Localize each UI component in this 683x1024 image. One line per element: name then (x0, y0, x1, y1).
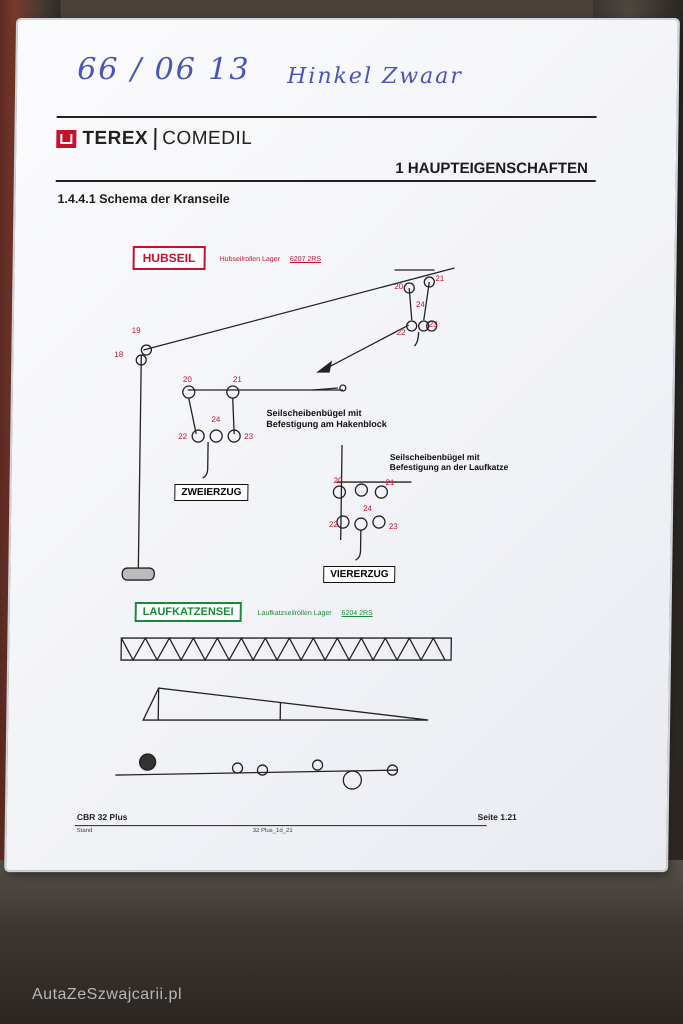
number-21-zweier: 21 (232, 375, 242, 385)
footer-rule (74, 825, 487, 827)
number-24-vierer: 24 (363, 504, 373, 514)
hook-zweier (202, 442, 209, 479)
number-24-top: 24 (415, 300, 425, 310)
pulley-21-vierer (374, 485, 389, 499)
laufkatzenseil-bearing-label: Laufkatzseilrollen Lager (257, 610, 332, 618)
pulley-20-vierer (332, 485, 347, 499)
number-23-vierer: 23 (388, 522, 398, 532)
pulley-22-zweier (191, 429, 205, 443)
zweierzug-caption-line1: Seilscheibenbügel mit (266, 408, 362, 419)
number-20-zweier: 20 (182, 375, 192, 385)
pulley-20-zweier (182, 385, 196, 399)
number-24-zweier: 24 (211, 415, 221, 425)
hook-top (413, 332, 420, 347)
pulley-18 (135, 354, 147, 366)
number-20-top: 20 (394, 282, 404, 292)
number-23-top: 23 (428, 320, 438, 330)
viererzug-caption: Seilscheibenbügel mit Befestigung an der… (390, 452, 509, 472)
pulley-23-zweier (227, 429, 241, 443)
trolley-rope-schematic (142, 687, 429, 721)
trolley-winch (138, 753, 157, 771)
pulley-19 (140, 344, 153, 356)
number-20-vierer: 20 (333, 476, 343, 486)
watermark: AutaZeSzwajcarii.pl (32, 986, 182, 1003)
pulley-22-top (406, 320, 418, 332)
number-23-zweier: 23 (244, 432, 254, 442)
number-19: 19 (131, 326, 141, 336)
pulley-21-zweier (226, 385, 240, 399)
footer-page: Seite 1.21 (477, 812, 517, 823)
winch-drum (121, 567, 155, 581)
pulley-24b-vierer (354, 517, 368, 531)
laufkatzenseil-bearing-code: 6204 2RS (341, 610, 373, 618)
viererzug-label: VIERERZUG (323, 566, 396, 584)
hoist-rope-top (143, 267, 455, 351)
hook-vierer (355, 530, 362, 561)
zweierzug-caption: Seilscheibenbügel mit Befestigung am Hak… (266, 408, 387, 430)
viererzug-caption-line1: Seilscheibenbügel mit (389, 452, 480, 463)
number-21-vierer: 21 (385, 478, 395, 488)
footer-doc-code: 32 Plus_1d_21 (252, 828, 293, 835)
pulley-22-vierer (336, 515, 350, 529)
laufkatzenseil-label: LAUFKATZENSEI (134, 602, 242, 623)
rope-diagram (115, 267, 455, 790)
number-21-top: 21 (435, 274, 445, 284)
zweierzug-caption-line2: Befestigung am Hakenblock (266, 419, 387, 430)
zweierzug-label: ZWEIERZUG (174, 484, 249, 502)
pulley-24-top (418, 320, 430, 332)
footer-stand: Stand (76, 828, 93, 835)
arrow-head (316, 360, 333, 373)
hoist-rope-vertical (137, 355, 142, 571)
jib-truss (120, 637, 452, 661)
jib-lattice (120, 636, 446, 662)
pulley-24-zweier (209, 429, 223, 443)
number-22-zweier: 22 (178, 432, 188, 442)
viererzug-caption-line2: Befestigung an der Laufkatze (389, 462, 509, 473)
pulley-21-top (423, 276, 435, 288)
number-18: 18 (114, 350, 124, 360)
laufkatzenseil-bearing-text: Laufkatzseilrollen Lager 6204 2RS (258, 610, 373, 617)
pulley-24-vierer (354, 483, 369, 497)
viererzug-frame (340, 445, 343, 541)
document-sheet: 66 / 06 13 Hinkel Zwaar TEREX COMEDIL 1 … (6, 20, 678, 871)
frame-bottom-panel (0, 860, 683, 1024)
trolley-drum (342, 770, 363, 790)
hoist-rope-diagonal (322, 324, 409, 371)
number-22-top: 22 (396, 328, 406, 338)
pulley-23-vierer (372, 515, 386, 529)
number-22-vierer: 22 (328, 520, 338, 530)
pulley-23-top (426, 320, 438, 332)
footer-model: CBR 32 Plus (76, 812, 128, 823)
